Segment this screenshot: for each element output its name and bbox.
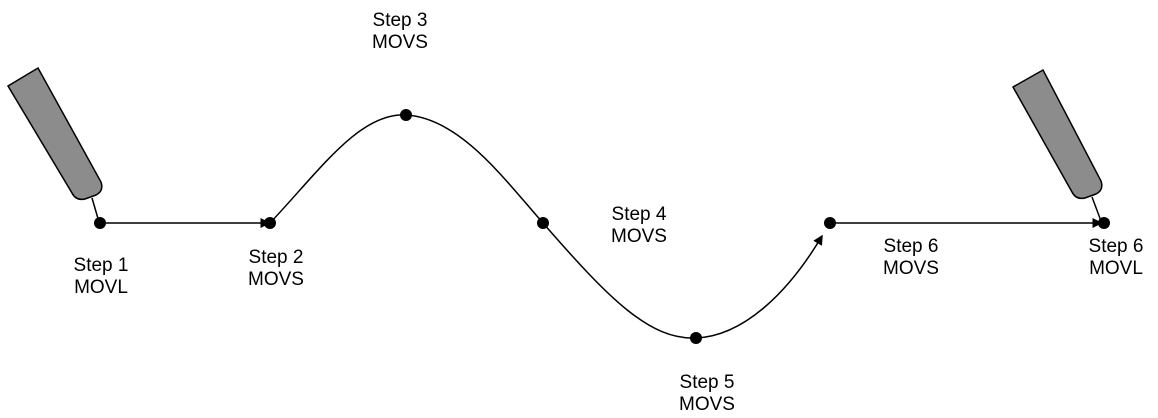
step-instruction: MOVL <box>74 277 128 298</box>
step-point-5 <box>690 332 702 344</box>
step-point-6 <box>824 217 836 229</box>
step-name: Step 5 <box>679 372 735 393</box>
step-label-4: Step 4 MOVS <box>611 204 667 248</box>
step-point-1 <box>94 217 106 229</box>
step-instruction: MOVS <box>372 32 428 53</box>
step-instruction: MOVL <box>1089 258 1143 279</box>
welding-torch-icon <box>6 66 103 223</box>
step-label-1: Step 1 MOVL <box>74 255 129 299</box>
step-name: Step 2 <box>248 247 304 268</box>
welding-torch-icon <box>1011 68 1103 222</box>
step-instruction: MOVS <box>248 269 304 290</box>
step-name: Step 3 <box>372 10 428 31</box>
step-point-7 <box>1098 217 1110 229</box>
step-instruction: MOVS <box>611 226 667 247</box>
step-label-2: Step 2 MOVS <box>248 247 304 291</box>
step-point-4 <box>537 217 549 229</box>
step-label-5: Step 5 MOVS <box>679 372 735 416</box>
step-label-7: Step 6 MOVL <box>1089 236 1144 280</box>
step-name: Step 1 <box>73 255 129 276</box>
step-name: Step 4 <box>611 204 667 225</box>
step-instruction: MOVS <box>883 258 939 279</box>
step-point-3 <box>400 109 412 121</box>
step-label-6: Step 6 MOVS <box>883 236 939 280</box>
step-label-3: Step 3 MOVS <box>372 10 428 54</box>
step-name: Step 6 <box>883 236 939 257</box>
step-instruction: MOVS <box>679 394 735 415</box>
step-point-2 <box>264 217 276 229</box>
step-name: Step 6 <box>1088 236 1144 257</box>
